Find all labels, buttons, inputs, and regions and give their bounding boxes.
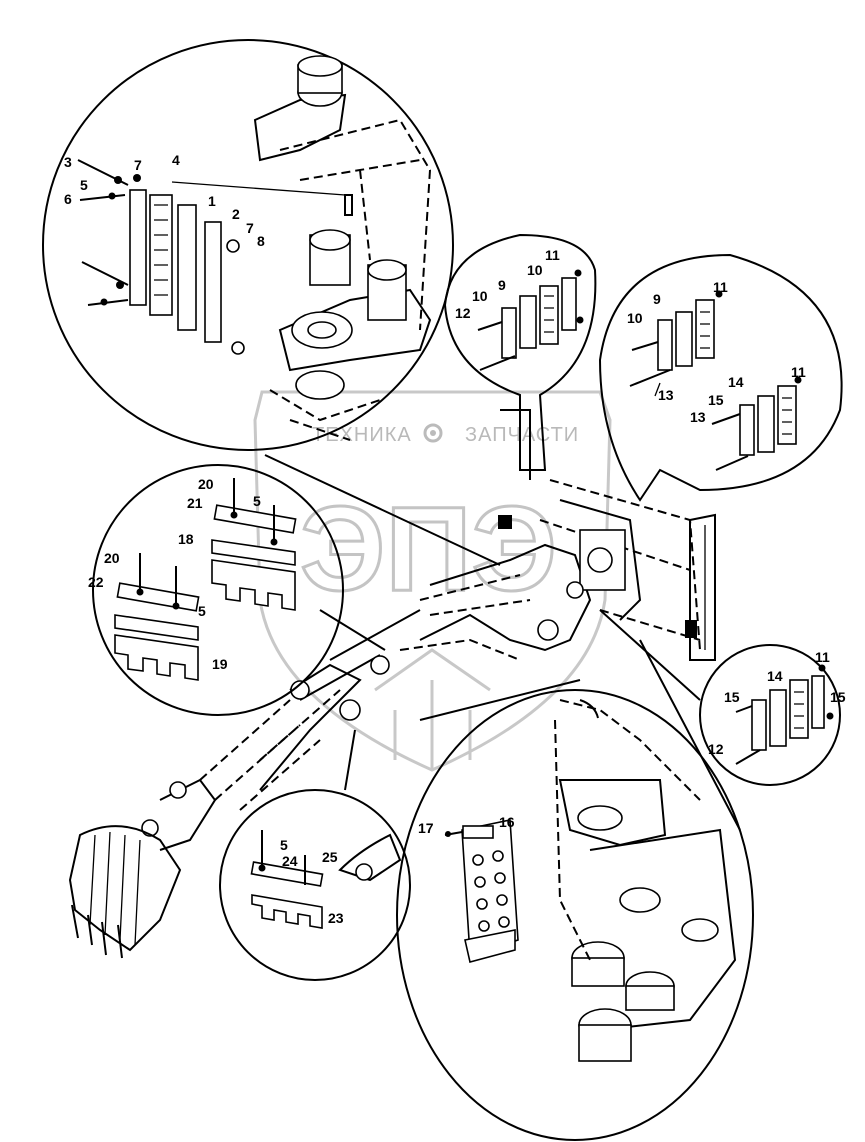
- callout-15a: 15: [708, 392, 724, 408]
- callout-10c: 10: [627, 310, 643, 326]
- watermark-text-right: ЗАПЧАСТИ: [465, 424, 579, 446]
- detail-view-right: [598, 253, 843, 502]
- callout-3: 3: [64, 154, 72, 170]
- callout-21: 21: [187, 495, 203, 511]
- callout-13a: 13: [658, 387, 674, 403]
- callout-5b: 5: [253, 493, 261, 509]
- callout-15b: 15: [724, 689, 740, 705]
- callout-14a: 14: [728, 374, 744, 390]
- detail-view-bottom: [396, 639, 754, 1141]
- callout-15c: 15: [830, 689, 846, 705]
- callout-5a: 5: [80, 177, 88, 193]
- callout-23: 23: [328, 910, 344, 926]
- callout-labels: 3 7 4 5 6 1 2 7 8 11 10 9 10 12 11 9 10 …: [64, 152, 846, 926]
- callout-9b: 9: [653, 291, 661, 307]
- callout-14b: 14: [767, 668, 783, 684]
- watermark-gear-icon: [423, 423, 443, 443]
- callout-4: 4: [172, 152, 180, 168]
- callout-7a: 7: [134, 157, 142, 173]
- watermark: ЭПЭ ТЕХНИКА ЗАПЧАСТИ: [253, 390, 612, 772]
- callout-12a: 12: [455, 305, 471, 321]
- callout-11b: 11: [713, 279, 728, 295]
- detail-view-left: [92, 464, 386, 716]
- detail-view-lower-right: [599, 609, 841, 786]
- callout-11d: 11: [815, 649, 830, 665]
- callout-7b: 7: [246, 220, 254, 236]
- callout-10a: 10: [527, 262, 543, 278]
- callout-6: 6: [64, 191, 72, 207]
- detail-view-top: [42, 39, 501, 566]
- callout-20a: 20: [198, 476, 214, 492]
- callout-1: 1: [208, 193, 216, 209]
- detail-view-bottom-left: [219, 729, 411, 981]
- callout-19: 19: [212, 656, 228, 672]
- detail-view-upper-middle: [443, 233, 597, 471]
- callout-24: 24: [282, 853, 298, 869]
- callout-22: 22: [88, 574, 104, 590]
- callout-9a: 9: [498, 277, 506, 293]
- callout-2: 2: [232, 206, 240, 222]
- callout-10b: 10: [472, 288, 488, 304]
- callout-13b: 13: [690, 409, 706, 425]
- callout-18: 18: [178, 531, 194, 547]
- callout-12b: 12: [708, 741, 724, 757]
- excavator-attachment: [68, 409, 716, 959]
- callout-5c: 5: [198, 603, 206, 619]
- callout-17: 17: [418, 820, 434, 836]
- callout-8: 8: [257, 233, 265, 249]
- watermark-logo-letters: ЭПЭ: [300, 482, 557, 616]
- callout-16: 16: [499, 814, 515, 830]
- callout-11c: 11: [791, 364, 806, 380]
- callout-11a: 11: [545, 247, 560, 263]
- callout-5d: 5: [280, 837, 288, 853]
- callout-25: 25: [322, 849, 338, 865]
- callout-20b: 20: [104, 550, 120, 566]
